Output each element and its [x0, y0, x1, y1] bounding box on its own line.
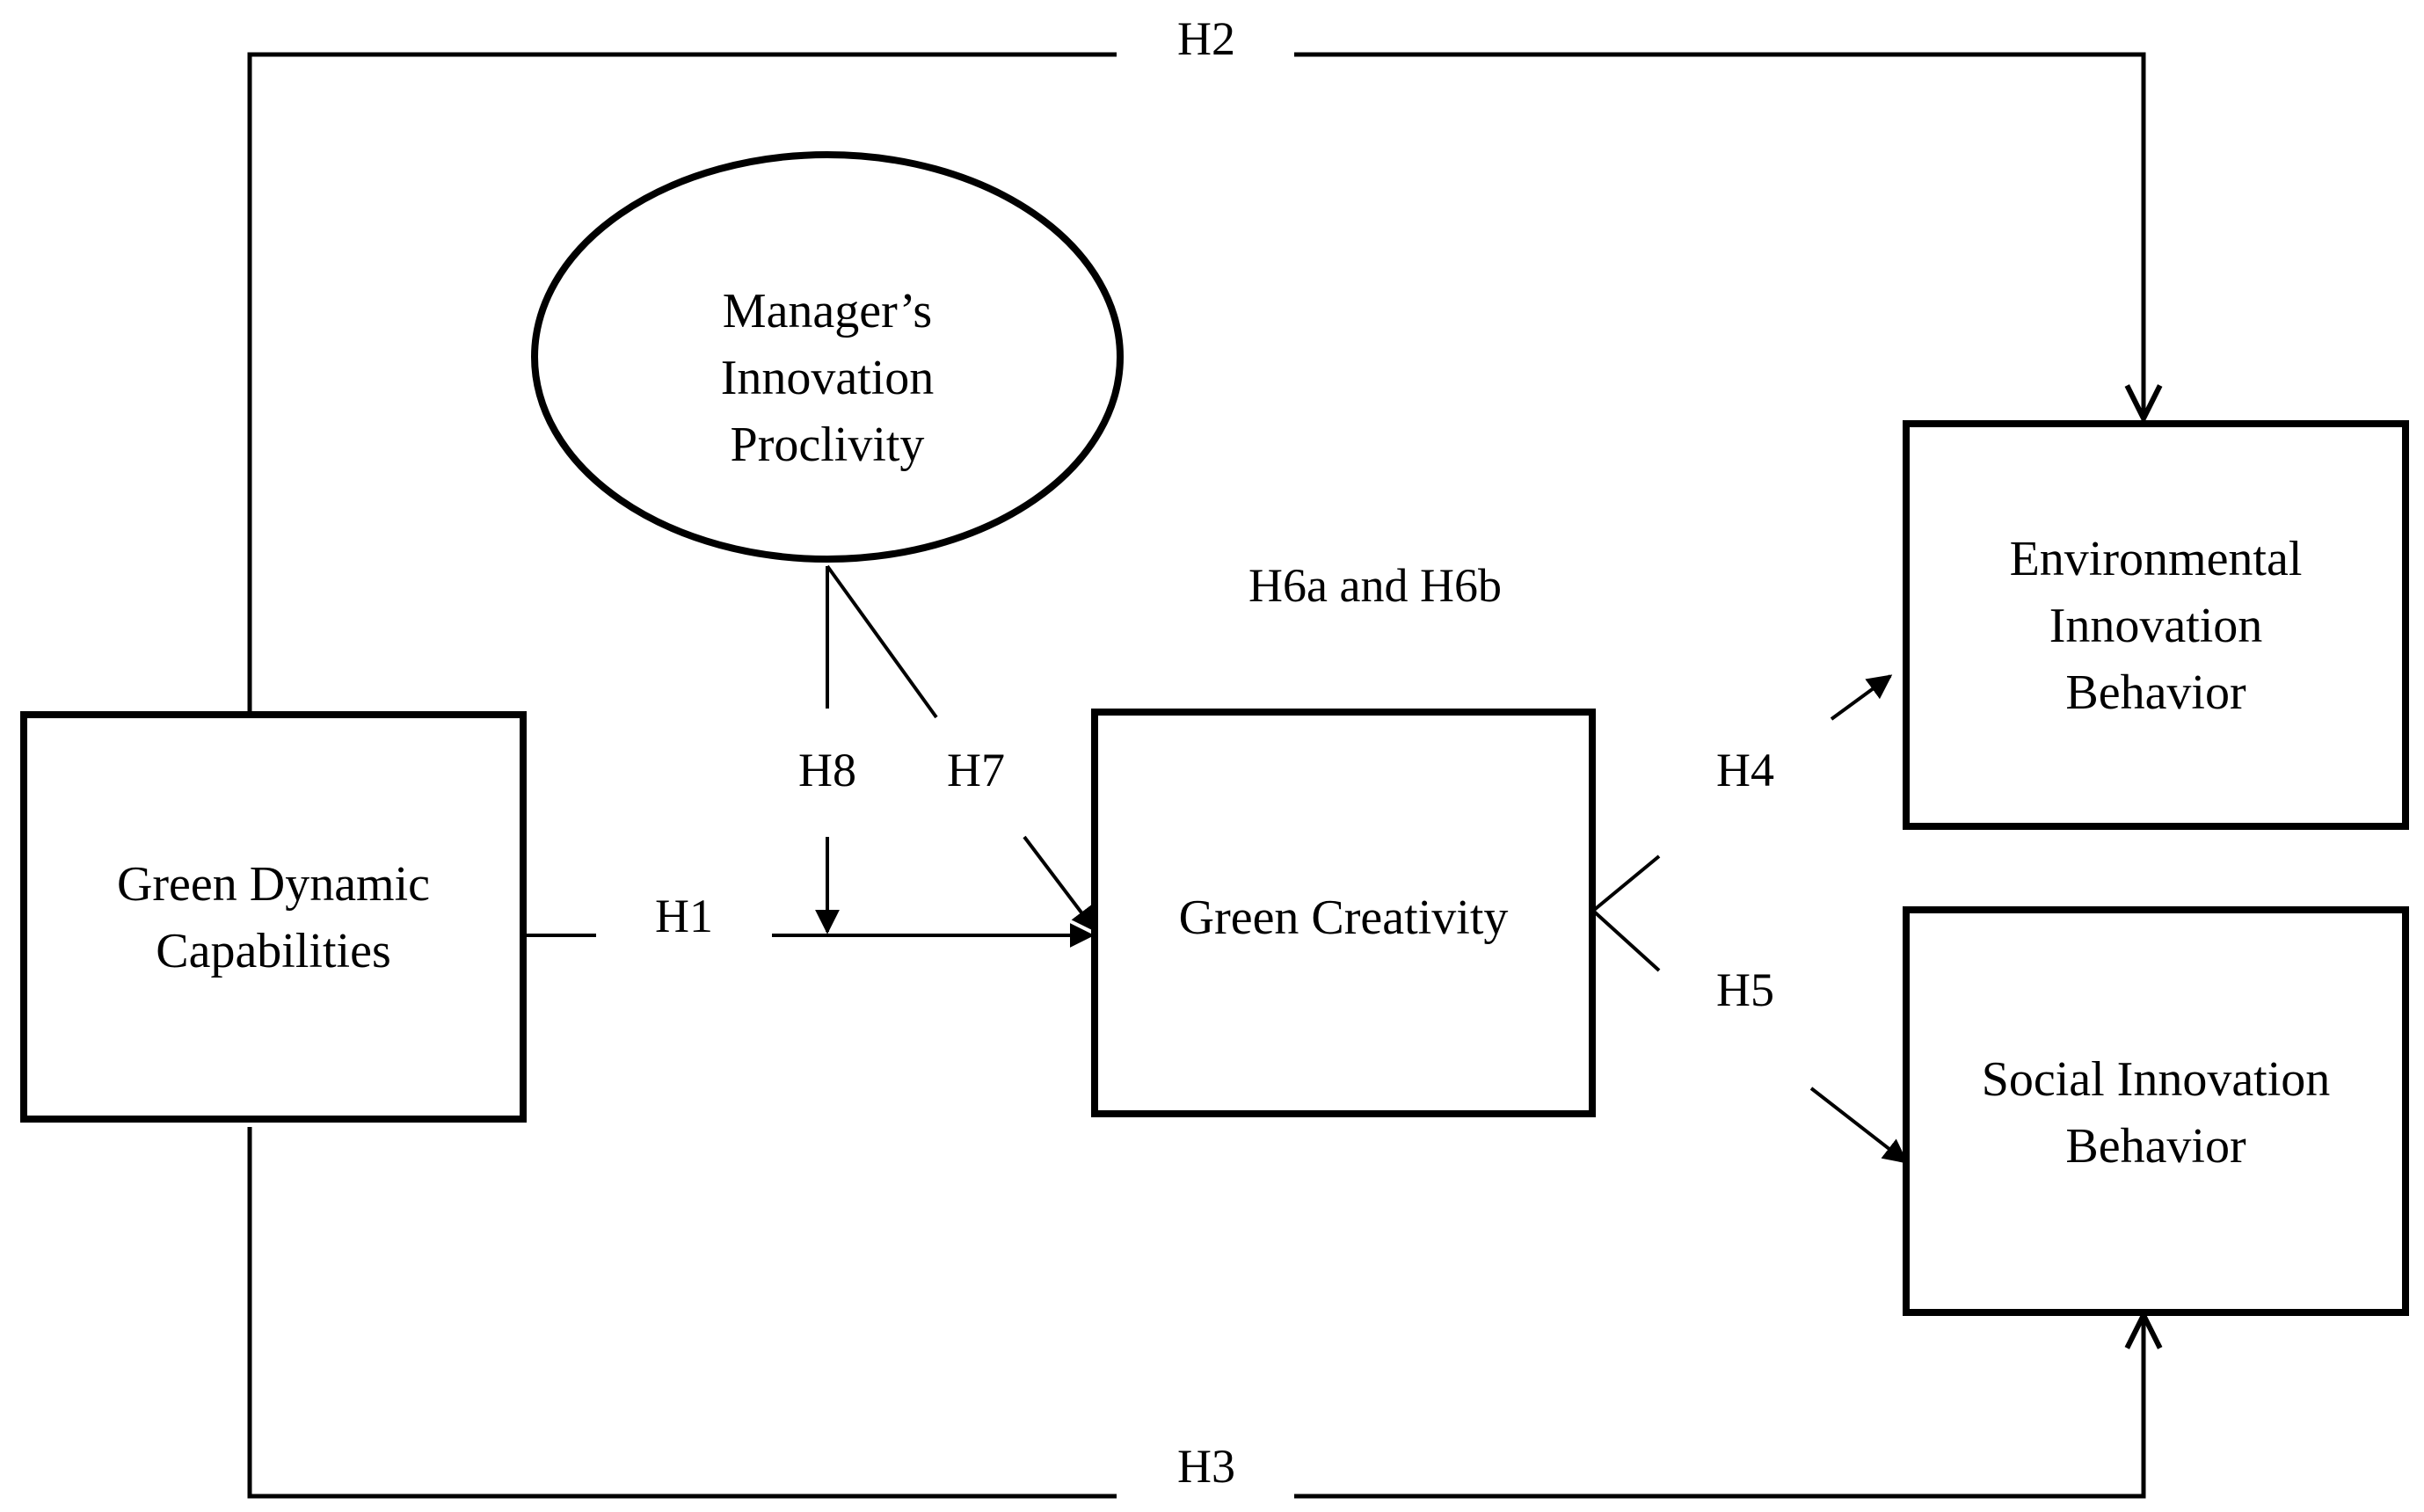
hypothesis-label-h7: H7: [947, 744, 1005, 796]
hypothesis-label-h1: H1: [655, 890, 713, 942]
h2-path: [247, 52, 2144, 713]
node-green-creativity: Green Creativity: [1091, 709, 1596, 1117]
hypothesis-label-h2: H2: [1177, 12, 1235, 65]
h7-path: [826, 564, 1096, 933]
h5-path: [1591, 909, 1909, 1164]
hypothesis-label-h8: H8: [798, 744, 856, 796]
h4-path: [1591, 674, 1893, 912]
h3-path: [247, 1127, 2144, 1499]
hypothesis-label-h4: H4: [1716, 744, 1774, 796]
node-label: Green Creativity: [1179, 890, 1509, 945]
hypothesis-label-h5: H5: [1716, 963, 1774, 1016]
hypothesis-label-h3: H3: [1177, 1440, 1235, 1493]
hypothesis-label-h6: H6a and H6b: [1248, 559, 1502, 612]
